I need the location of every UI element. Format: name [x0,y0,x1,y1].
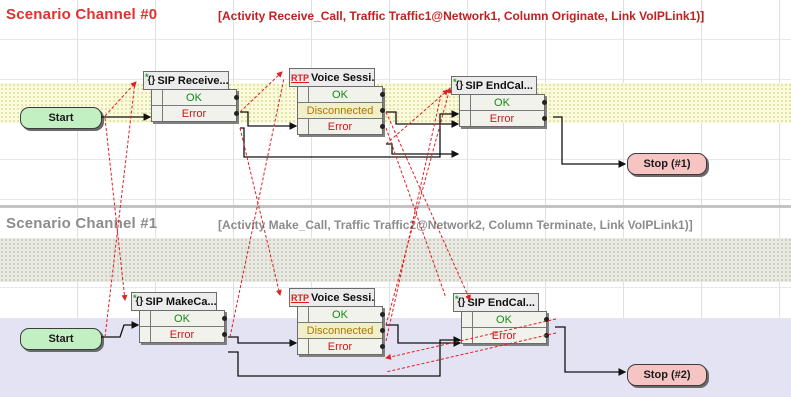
output-error[interactable]: Error [298,338,385,354]
scenario-channel-1: Scenario Channel #1 [Activity Make_Call,… [0,208,791,397]
activity-label: SIP EndCal... [467,296,535,309]
output-error[interactable]: Error [152,105,239,121]
activity-header[interactable]: RTP Voice Sessi... [289,288,375,307]
activity-label: Voice Sessi... [311,71,375,84]
output-error[interactable]: Error [140,326,227,342]
script-icon: {} [455,297,466,308]
output-ok[interactable]: OK [298,307,385,322]
output-port[interactable] [234,111,239,116]
activity-header[interactable]: {} SIP MakeCa... [131,292,217,311]
output-port[interactable] [380,328,385,333]
start-node[interactable]: Start [20,328,102,350]
activity-header[interactable]: {} SIP Receive... [143,71,229,90]
activity-header[interactable]: {} SIP EndCal... [451,76,537,95]
output-port[interactable] [542,116,547,121]
activity-label: SIP MakeCa... [145,295,217,308]
highlight-band [0,83,791,123]
output-port[interactable] [380,312,385,317]
stop-node[interactable]: Stop (#1) [627,153,707,175]
start-node[interactable]: Start [20,107,102,129]
output-port[interactable] [544,333,549,338]
rtp-icon: RTP [291,292,309,303]
output-error[interactable]: Error [298,118,385,134]
activity-label: SIP Receive... [157,74,229,87]
activity-header[interactable]: RTP Voice Sessi... [289,68,375,87]
output-port[interactable] [380,108,385,113]
activity-outputs: OK Error [459,94,547,127]
channel-info: [Activity Make_Call, Traffic Traffic2@Ne… [218,218,693,232]
highlight-band [0,238,791,282]
output-error[interactable]: Error [460,110,547,126]
channel-title[interactable]: Scenario Channel #0 [6,6,158,23]
rtp-icon: RTP [291,72,309,83]
output-port[interactable] [380,344,385,349]
channel-title[interactable]: Scenario Channel #1 [6,215,158,232]
output-port[interactable] [380,124,385,129]
activity-outputs: OK Error [139,310,227,343]
output-ok[interactable]: OK [298,87,385,102]
activity-label: Voice Sessi... [311,291,375,304]
output-ok[interactable]: OK [140,311,227,326]
script-icon: {} [133,296,144,307]
output-port[interactable] [544,317,549,322]
script-icon: {} [145,75,156,86]
channel-info: [Activity Receive_Call, Traffic Traffic1… [218,9,705,23]
output-port[interactable] [234,95,239,100]
activity-label: SIP EndCal... [465,79,533,92]
output-port[interactable] [542,100,547,105]
output-disconnected[interactable]: Disconnected [298,102,385,118]
activity-header[interactable]: {} SIP EndCal... [453,293,539,312]
output-ok[interactable]: OK [462,312,549,327]
output-port[interactable] [222,332,227,337]
output-port[interactable] [222,316,227,321]
activity-outputs: OK Disconnected Error [297,86,385,135]
activity-outputs: OK Disconnected Error [297,306,385,355]
output-disconnected[interactable]: Disconnected [298,322,385,338]
output-port[interactable] [380,92,385,97]
output-error[interactable]: Error [462,327,549,343]
scenario-channel-0: Scenario Channel #0 [Activity Receive_Ca… [0,0,791,208]
activity-outputs: OK Error [151,89,239,122]
output-ok[interactable]: OK [460,95,547,110]
output-ok[interactable]: OK [152,90,239,105]
script-icon: {} [453,80,464,91]
stop-node[interactable]: Stop (#2) [627,364,707,386]
activity-outputs: OK Error [461,311,549,344]
